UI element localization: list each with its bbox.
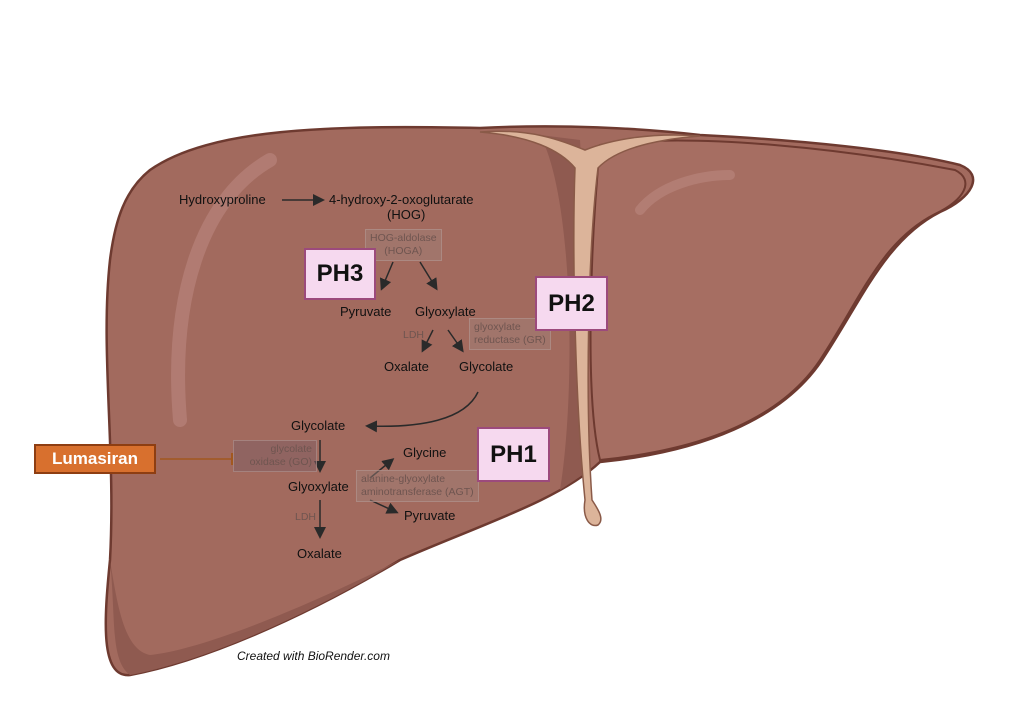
glyoxylate-bottom: Glyoxylate (288, 479, 349, 494)
pyruvate-bottom: Pyruvate (404, 508, 456, 523)
highlight-right (635, 170, 735, 215)
ldh-top: LDH (403, 329, 425, 341)
left-lobe-lower-shade (110, 560, 400, 675)
glycolate-top: Glycolate (459, 359, 514, 374)
ldh-bottom: LDH (295, 511, 317, 523)
pyruvate-top: Pyruvate (340, 304, 392, 319)
glycine-label: Glycine (403, 445, 447, 460)
glycolate-bottom: Glycolate (291, 418, 346, 433)
oxalate-bottom: Oxalate (297, 546, 342, 561)
highlight (171, 153, 277, 427)
ph1-badge: PH1 (477, 427, 550, 482)
right-lobe (589, 139, 967, 462)
hoga-enzyme: HOG-aldolase(HOGA) (365, 229, 442, 261)
lumasiran-drug-label: Lumasiran (34, 444, 156, 474)
hydroxyproline-label: Hydroxyproline (179, 192, 266, 207)
glyoxylate-top: Glyoxylate (415, 304, 476, 319)
ph3-badge: PH3 (304, 248, 376, 300)
ph2-badge: PH2 (535, 276, 608, 331)
hog-label: 4-hydroxy-2-oxoglutarate (329, 192, 474, 207)
credit-text: Created with BioRender.com (237, 649, 390, 663)
falciform-ligament (479, 130, 701, 527)
oxalate-top: Oxalate (384, 359, 429, 374)
hog-abbr-label: (HOG) (387, 207, 426, 222)
